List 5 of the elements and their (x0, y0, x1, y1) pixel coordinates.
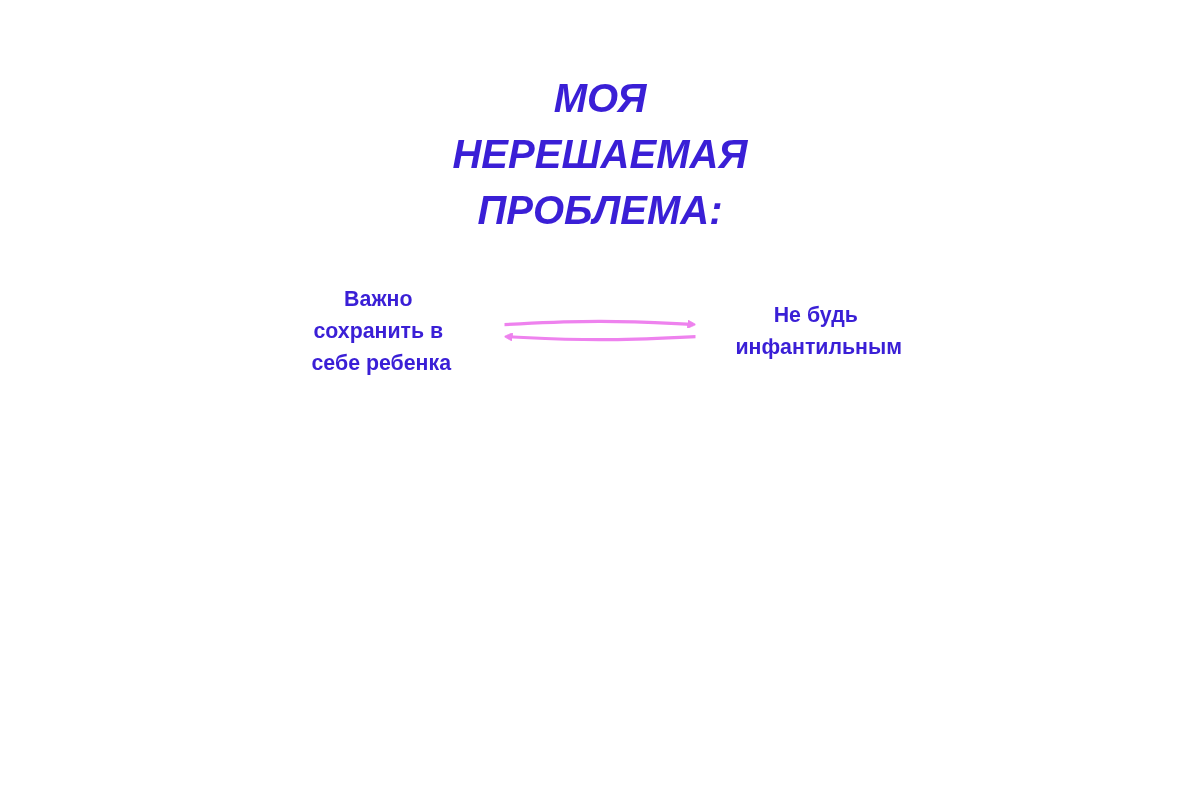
node-text: Не будь инфантильным (735, 302, 903, 359)
arrow (503, 332, 697, 342)
arrow (503, 319, 697, 329)
node-text: Важно сохранить в себе ребенка (311, 286, 452, 375)
title: МОЯ НЕРЕШАЕМАЯ ПРОБЛЕМА: (451, 75, 749, 234)
